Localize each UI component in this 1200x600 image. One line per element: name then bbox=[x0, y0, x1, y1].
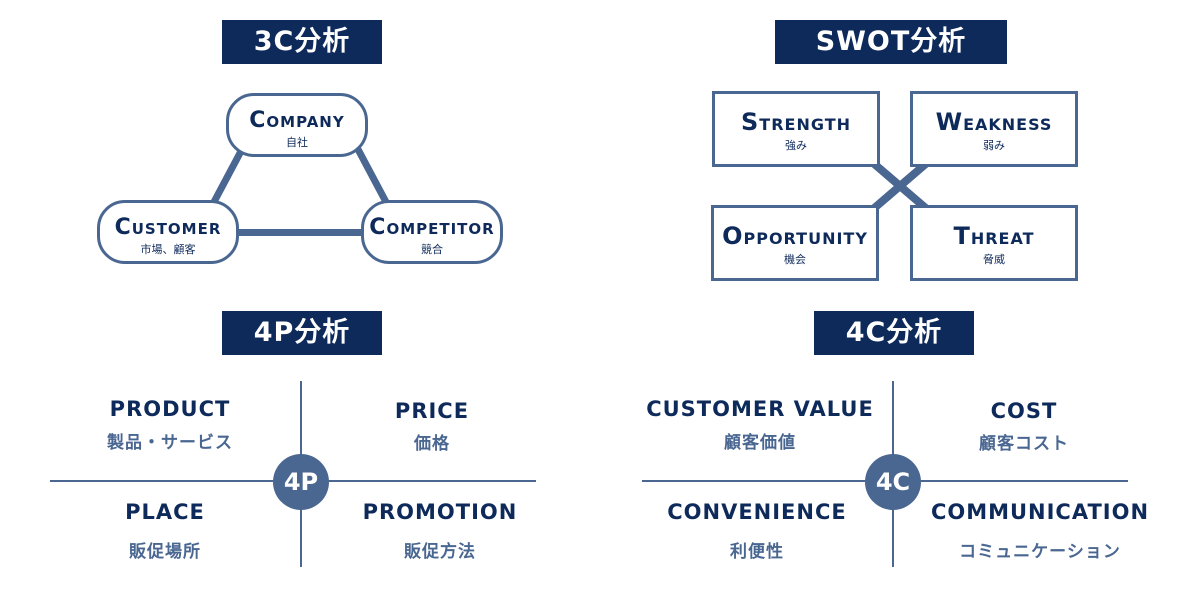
c3-link-customer-competitor bbox=[236, 229, 364, 236]
p4-product-jp: 製品・サービス bbox=[107, 433, 233, 453]
swot-threat-jp: 脅威 bbox=[983, 253, 1005, 266]
c4-convenience-jp: 利便性 bbox=[730, 542, 784, 562]
c4-cost-jp: 顧客コスト bbox=[979, 434, 1069, 454]
c3-title: 3C分析 bbox=[222, 20, 382, 64]
p4-place-label: PLACE bbox=[125, 500, 205, 524]
p4-price-label: PRICE bbox=[394, 399, 470, 423]
c4-cost-label: COST bbox=[990, 399, 1058, 423]
p4-title: 4P分析 bbox=[222, 311, 382, 355]
c4-customer-value-label: CUSTOMER VALUE bbox=[646, 397, 874, 421]
swot-box-weakness: WEAKNESS 弱み bbox=[910, 91, 1078, 167]
c3-node-competitor: COMPETITOR 競合 bbox=[361, 200, 503, 264]
c4-center-badge: 4C bbox=[865, 454, 921, 510]
c4-title: 4C分析 bbox=[814, 311, 974, 355]
swot-weakness-jp: 弱み bbox=[983, 139, 1005, 152]
p4-promotion-jp: 販促方法 bbox=[404, 542, 476, 562]
p4-price-jp: 価格 bbox=[414, 434, 450, 454]
p4-center-badge: 4P bbox=[273, 454, 329, 510]
swot-strength-jp: 強み bbox=[785, 139, 807, 152]
c3-node-customer: CUSTOMER 市場、顧客 bbox=[97, 200, 239, 264]
c3-node-company-jp: 自社 bbox=[286, 136, 308, 149]
swot-opportunity-jp: 機会 bbox=[784, 253, 806, 266]
p4-place-jp: 販促場所 bbox=[129, 542, 201, 562]
swot-title: SWOT分析 bbox=[775, 20, 1007, 64]
c3-node-competitor-jp: 競合 bbox=[421, 243, 443, 256]
c4-customer-value-jp: 顧客価値 bbox=[724, 433, 796, 453]
swot-box-opportunity: OPPORTUNITY 機会 bbox=[711, 205, 879, 281]
c3-node-company: COMPANY 自社 bbox=[226, 93, 368, 157]
swot-cross-connector bbox=[870, 160, 930, 212]
c4-communication-label: COMMUNICATION bbox=[930, 500, 1150, 524]
swot-box-threat: THREAT 脅威 bbox=[910, 205, 1078, 281]
p4-promotion-label: PROMOTION bbox=[362, 500, 518, 524]
c4-convenience-label: CONVENIENCE bbox=[667, 500, 847, 524]
c4-communication-jp: コミュニケーション bbox=[959, 542, 1121, 562]
c3-node-customer-jp: 市場、顧客 bbox=[140, 243, 196, 256]
p4-product-label: PRODUCT bbox=[109, 397, 231, 421]
swot-box-strength: STRENGTH 強み bbox=[712, 91, 880, 167]
